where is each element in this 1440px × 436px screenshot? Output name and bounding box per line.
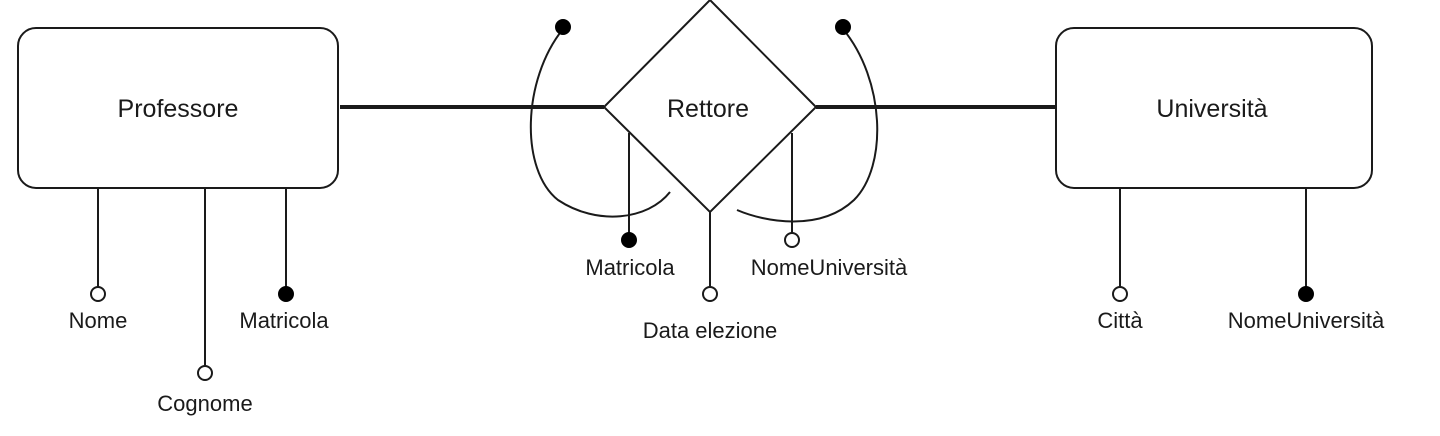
entity-professore-box[interactable] bbox=[17, 27, 339, 189]
attribute-rettore-nome-universita: NomeUniversità bbox=[751, 133, 908, 280]
attribute-open-dot bbox=[90, 286, 106, 302]
entity-universita[interactable]: Università bbox=[1055, 27, 1373, 189]
attribute-professore-matricola: Matricola bbox=[239, 188, 329, 333]
attribute-universita-nome-universita: NomeUniversità bbox=[1228, 188, 1385, 333]
relationship-rettore[interactable]: Rettore bbox=[602, 0, 818, 214]
external-identifier-left bbox=[529, 19, 671, 218]
attribute-open-dot bbox=[1112, 286, 1128, 302]
identifier-filled-dot bbox=[555, 19, 571, 35]
attribute-professore-nome: Nome bbox=[69, 188, 128, 333]
attribute-universita-citta: Città bbox=[1097, 188, 1143, 333]
attribute-rettore-matricola: Matricola bbox=[585, 133, 675, 280]
attribute-label: Cognome bbox=[157, 391, 252, 416]
entity-universita-box[interactable] bbox=[1055, 27, 1373, 189]
attribute-label: Data elezione bbox=[643, 318, 778, 343]
identifier-filled-dot bbox=[621, 232, 637, 248]
entity-professore[interactable]: Professore bbox=[17, 27, 339, 189]
identifier-filled-dot bbox=[835, 19, 851, 35]
external-identifier-right bbox=[736, 19, 879, 223]
identifier-arc bbox=[736, 28, 879, 223]
attribute-label: NomeUniversità bbox=[1228, 308, 1385, 333]
attribute-label: Matricola bbox=[239, 308, 329, 333]
attribute-open-dot bbox=[702, 286, 718, 302]
attribute-label: Nome bbox=[69, 308, 128, 333]
attribute-rettore-data-elezione: Data elezione bbox=[643, 212, 778, 343]
identifier-filled-dot bbox=[1298, 286, 1314, 302]
identifier-filled-dot bbox=[278, 286, 294, 302]
attribute-open-dot bbox=[784, 232, 800, 248]
relationship-rettore-label: Rettore bbox=[667, 95, 749, 123]
attribute-professore-cognome: Cognome bbox=[157, 188, 253, 416]
entity-professore-label: Professore bbox=[118, 95, 239, 123]
attribute-label: Matricola bbox=[585, 255, 675, 280]
identifier-arc bbox=[529, 28, 671, 218]
attribute-open-dot bbox=[197, 365, 213, 381]
attribute-label: NomeUniversità bbox=[751, 255, 908, 280]
attribute-label: Città bbox=[1097, 308, 1143, 333]
entity-universita-label: Università bbox=[1156, 95, 1267, 123]
